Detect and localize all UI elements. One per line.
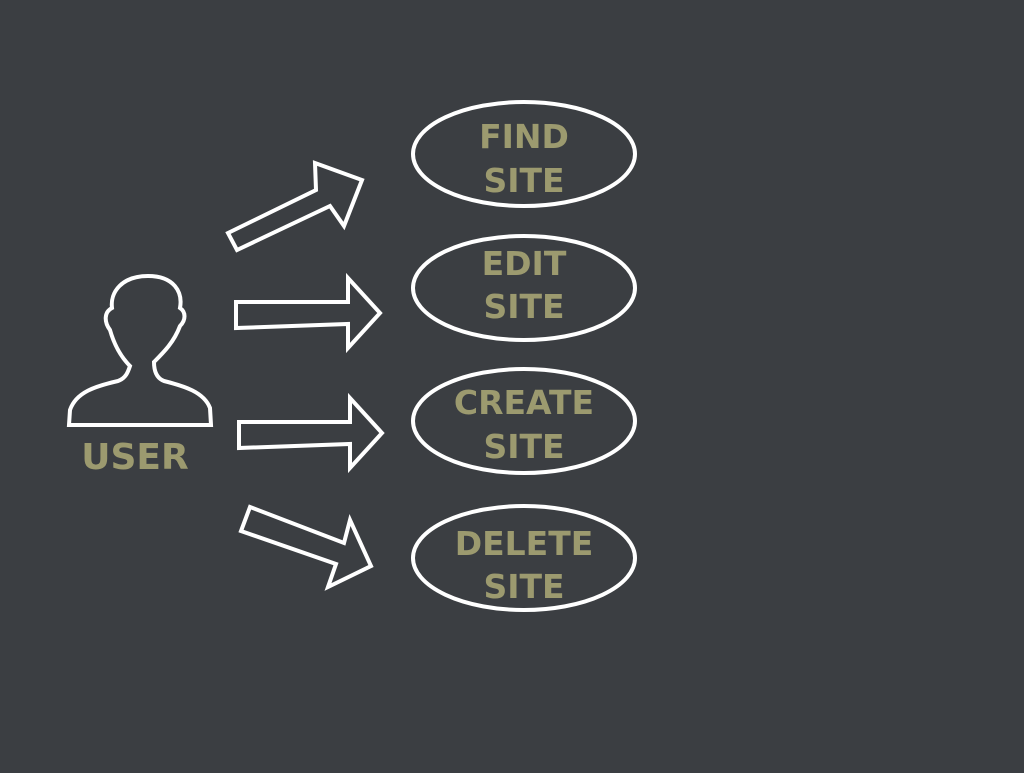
use-case-ellipse <box>411 504 637 612</box>
use-case-label-line1: CREATE <box>454 383 594 422</box>
use-case-ellipse <box>411 234 637 342</box>
use-case-label-line1: EDIT <box>482 244 567 283</box>
use-case-label-line2: SITE <box>483 567 564 606</box>
arrow-to-find-site <box>225 160 365 253</box>
use-case-create-site: CREATE SITE <box>411 367 637 475</box>
use-case-delete-site: DELETE SITE <box>411 504 637 612</box>
use-case-label-line2: SITE <box>483 427 564 466</box>
use-case-edit-site: EDIT SITE <box>411 234 637 342</box>
use-case-label-line2: SITE <box>483 287 564 326</box>
use-case-find-site: FIND SITE <box>411 100 637 208</box>
use-case-ellipse <box>411 367 637 475</box>
user-actor: USER <box>66 273 214 478</box>
arrow-to-create-site <box>237 392 385 474</box>
use-case-ellipse <box>411 100 637 208</box>
use-case-label-line1: FIND <box>479 117 569 156</box>
use-case-label-line2: SITE <box>483 161 564 200</box>
user-label: USER <box>81 437 188 478</box>
arrow-to-delete-site <box>238 504 374 591</box>
arrows <box>225 160 385 591</box>
use-case-label-line1: DELETE <box>455 524 594 563</box>
user-icon <box>66 273 214 427</box>
arrow-to-edit-site <box>234 272 383 354</box>
